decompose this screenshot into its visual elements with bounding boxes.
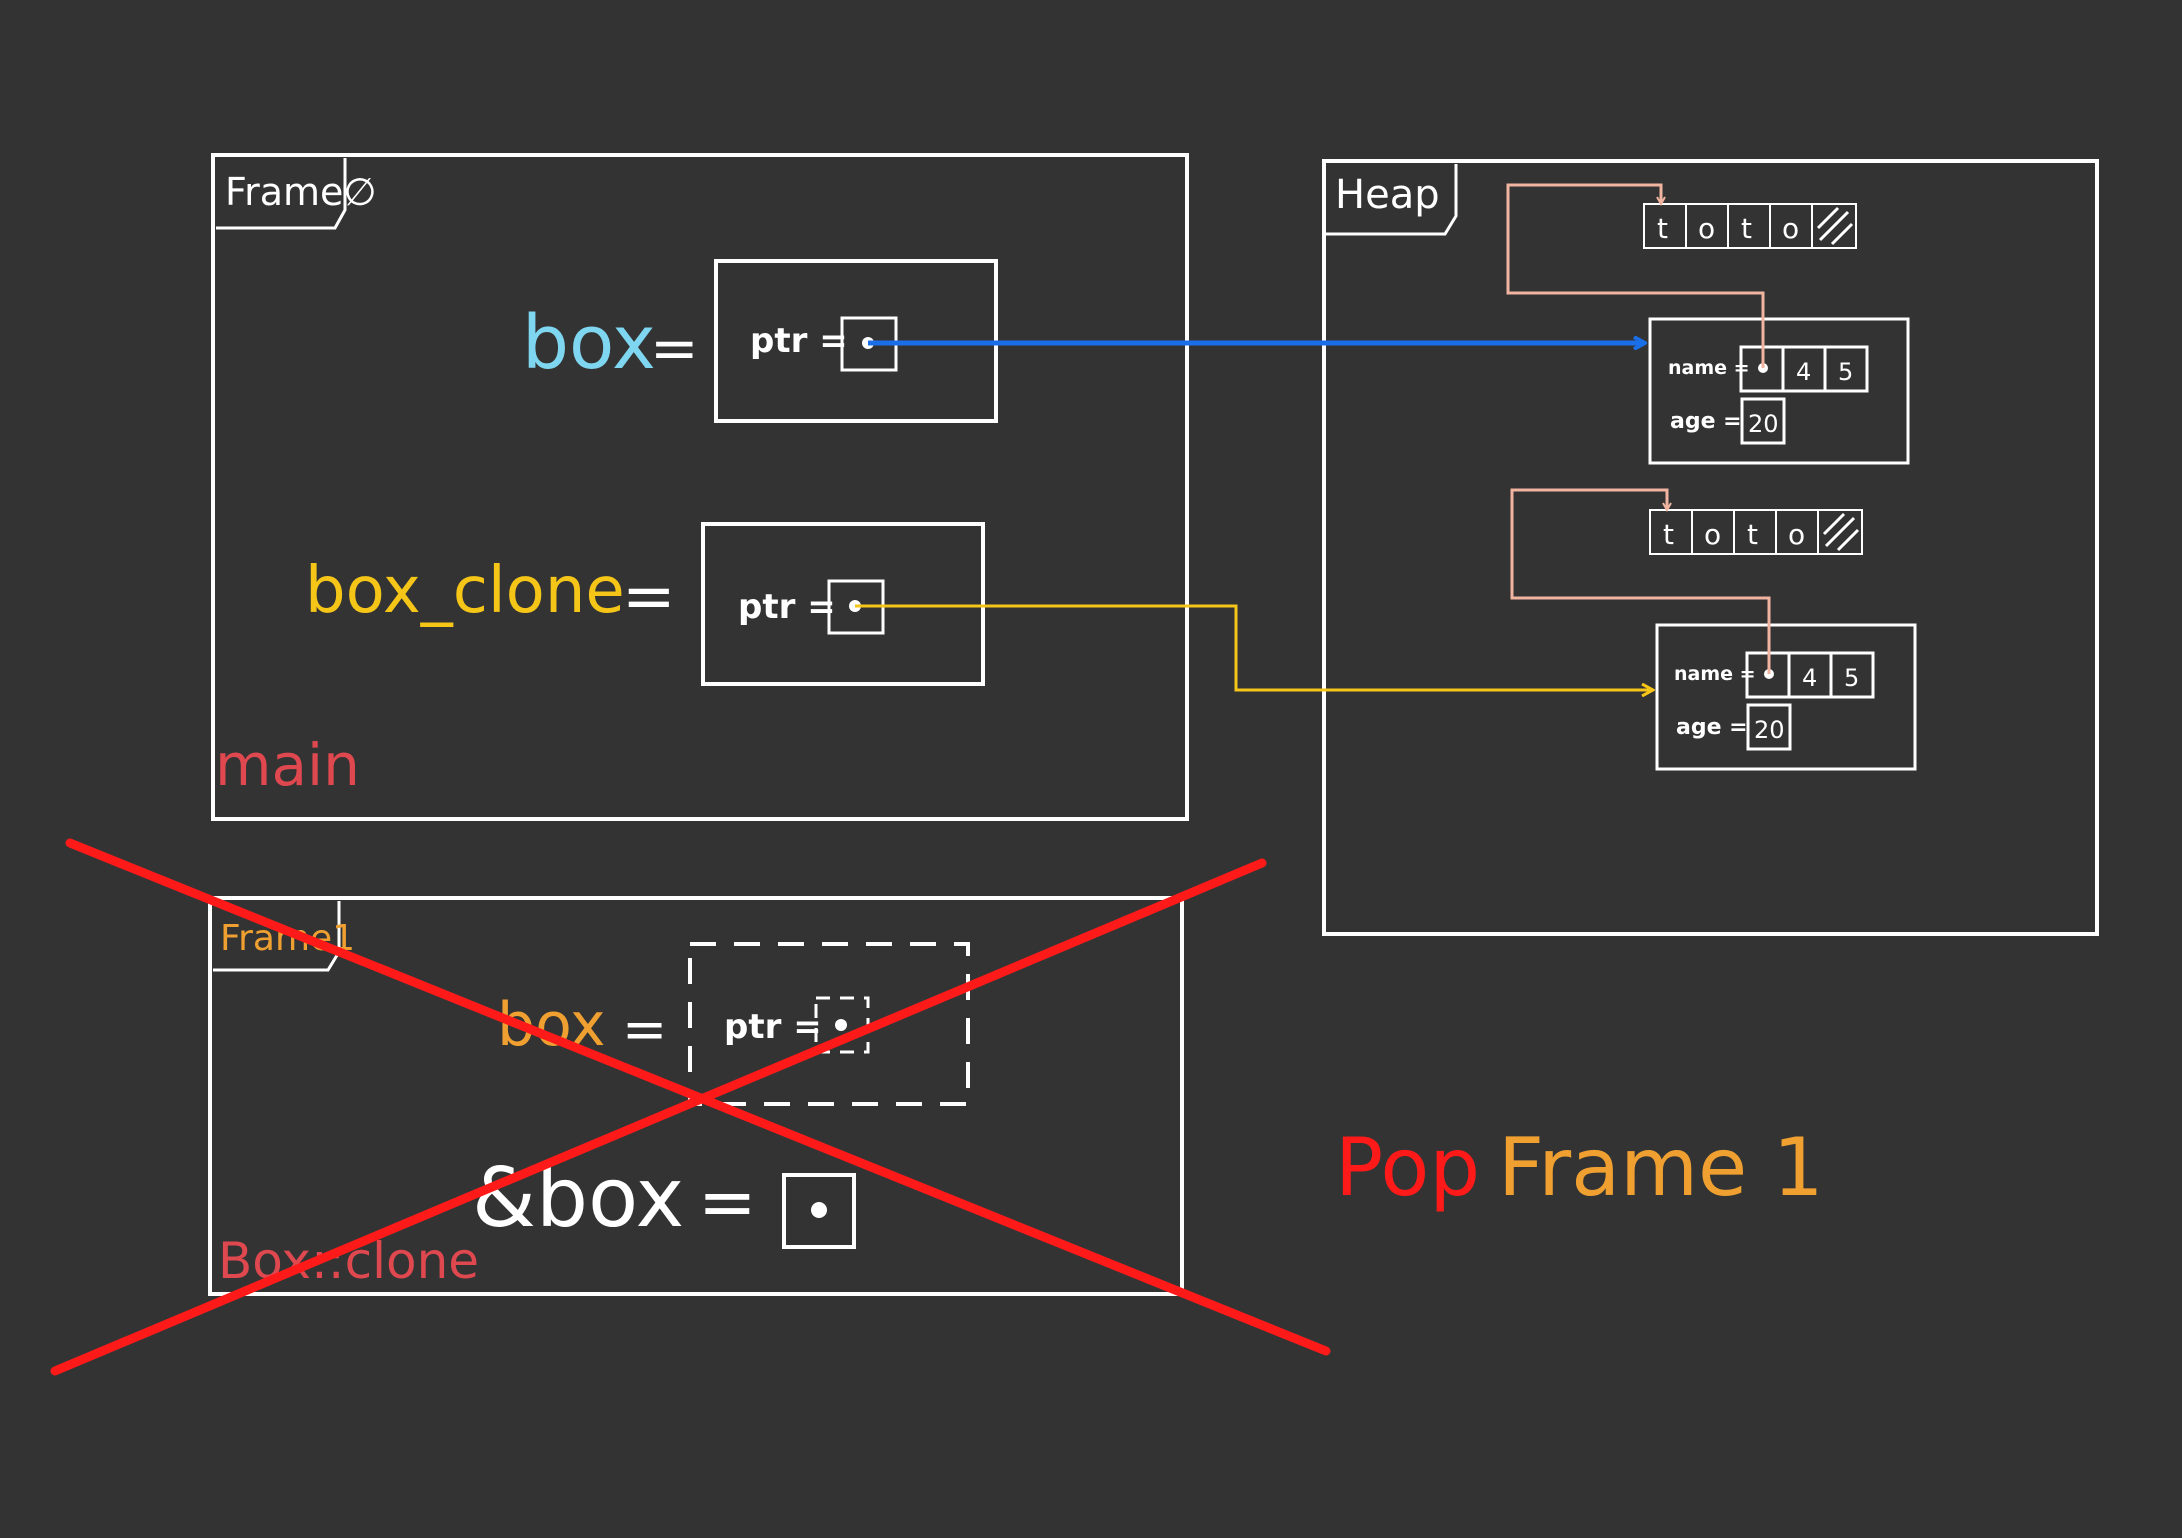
frame0-tab-label: Frame∅ xyxy=(225,170,377,214)
frame1-cross xyxy=(50,838,1331,1376)
heap-object-2-len: 5 xyxy=(1844,664,1859,692)
frame1-ref-self-eq: = xyxy=(698,1161,757,1243)
heap: Heap t o t o name = 4 xyxy=(1322,159,2099,936)
frame1-box-var-eq: = xyxy=(622,998,667,1061)
heap-string-1-char-1: o xyxy=(1698,212,1715,245)
heap-string-1-char-2: t xyxy=(1741,212,1752,245)
heap-string-2-terminator-hatch xyxy=(1822,512,1860,552)
heap-border xyxy=(1322,159,2099,936)
heap-string-1: t o t o xyxy=(1643,203,1857,249)
heap-object-2-name-link xyxy=(1510,488,1771,674)
frame-one-label: Frame 1 xyxy=(1498,1121,1824,1214)
box-var-eq: = xyxy=(650,314,699,382)
heap-object-2-age-label: age = xyxy=(1676,715,1748,740)
heap-tab-label: Heap xyxy=(1335,172,1440,218)
box-clone-var-name: box_clone xyxy=(305,554,625,628)
frame1-box-struct-moved xyxy=(688,942,970,1106)
heap-string-2-char-3: o xyxy=(1788,518,1805,551)
frame1-ref-self-cell xyxy=(782,1173,856,1249)
frame1-box-ptr-dot xyxy=(835,1019,847,1031)
frame1-tab xyxy=(213,901,341,972)
frame1-ref-self-dot xyxy=(811,1202,827,1218)
box-clone-var-eq: = xyxy=(622,560,676,634)
heap-tab xyxy=(1326,164,1458,236)
heap-string-1-char-3: o xyxy=(1782,212,1799,245)
heap-string-2-char-2: t xyxy=(1747,518,1758,551)
box-var-name: box xyxy=(522,300,656,386)
heap-string-2: t o t o xyxy=(1649,509,1863,555)
box-clone-ptr-arrow xyxy=(855,604,1652,690)
heap-object-1-len: 5 xyxy=(1838,358,1853,386)
frame0-border xyxy=(211,153,1189,821)
heap-object-1-cap: 4 xyxy=(1796,358,1811,386)
box-clone-struct xyxy=(701,522,985,686)
box-clone-ptr-label: ptr = xyxy=(738,587,836,627)
frame1-border xyxy=(208,896,1184,1296)
frame0-function-label: main xyxy=(215,731,360,799)
heap-string-1-char-0: t xyxy=(1657,212,1668,245)
heap-object-1-age: 20 xyxy=(1748,410,1779,438)
frame1-ref-self-name: &box xyxy=(472,1151,684,1246)
heap-object-1-name-link xyxy=(1506,183,1765,368)
heap-object-2: name = 4 5 age = 20 xyxy=(1655,623,1917,771)
heap-object-1: name = 4 5 age = 20 xyxy=(1648,317,1910,465)
heap-object-1-name-label: name = xyxy=(1668,357,1750,379)
cross-stroke-2 xyxy=(50,858,1267,1376)
frame0-tab xyxy=(216,158,347,230)
heap-string-1-terminator-hatch xyxy=(1816,206,1854,246)
heap-string-2-char-0: t xyxy=(1663,518,1674,551)
heap-object-2-cap: 4 xyxy=(1802,664,1817,692)
pop-label: Pop xyxy=(1335,1121,1480,1214)
heap-string-2-char-1: o xyxy=(1704,518,1721,551)
frame0: Frame∅ box = ptr = box_clone = ptr = mai… xyxy=(211,153,1189,821)
frame1-box-ptr-label: ptr = xyxy=(724,1007,822,1047)
heap-object-2-age: 20 xyxy=(1754,716,1785,744)
heap-object-2-name-label: name = xyxy=(1674,663,1756,685)
box-ptr-label: ptr = xyxy=(750,321,848,361)
heap-object-1-age-label: age = xyxy=(1670,409,1742,434)
